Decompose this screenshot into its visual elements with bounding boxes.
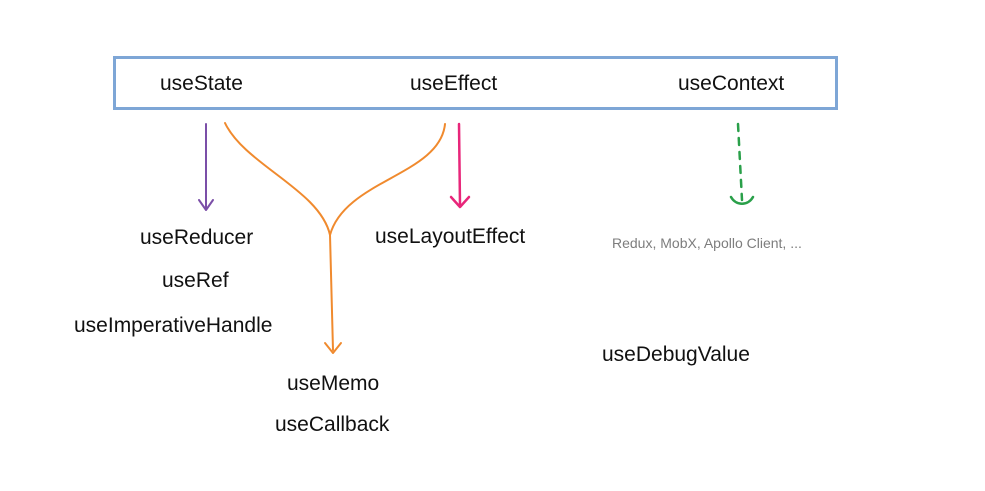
hook-use-effect: useEffect <box>410 72 498 95</box>
hook-use-callback: useCallback <box>275 413 390 436</box>
hook-use-debug-value: useDebugValue <box>602 343 750 366</box>
hook-use-layout-effect: useLayoutEffect <box>375 225 526 248</box>
hook-use-state: useState <box>160 72 243 95</box>
arrow-state-to-reducer <box>198 123 214 211</box>
hook-use-context: useContext <box>678 72 785 95</box>
core-hooks-box <box>113 56 838 110</box>
arrow-context-to-alternatives <box>729 122 755 205</box>
context-alternatives-text: Redux, MobX, Apollo Client, ... <box>612 235 802 251</box>
hook-use-reducer: useReducer <box>140 226 254 249</box>
hook-use-memo: useMemo <box>287 372 380 395</box>
hook-use-imperative-handle: useImperativeHandle <box>74 314 273 337</box>
hook-use-ref: useRef <box>162 269 229 292</box>
arrow-effect-to-layout <box>449 122 471 209</box>
arrow-merge-to-memo <box>224 122 446 354</box>
